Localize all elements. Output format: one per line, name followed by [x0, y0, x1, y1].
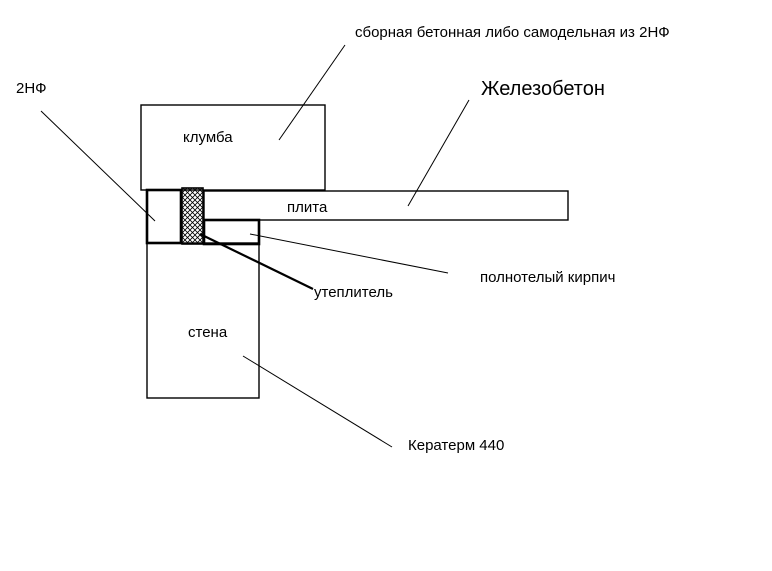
label-top-note: сборная бетонная либо самодельная из 2НФ — [355, 24, 670, 41]
label-slab: плита — [287, 199, 328, 216]
label-keraterm: Кератерм 440 — [408, 437, 504, 454]
solid-brick-block — [202, 218, 261, 246]
label-reinforced-concrete: Железобетон — [481, 78, 605, 100]
insulation-block — [181, 187, 204, 245]
leader-top-note — [278, 44, 346, 141]
label-2nf: 2НФ — [16, 80, 47, 97]
label-insulation: утеплитель — [314, 284, 393, 301]
leader-keraterm — [242, 355, 393, 448]
label-solid-brick: полнотелый кирпич — [480, 269, 615, 286]
label-flowerbed: клумба — [183, 129, 233, 146]
leader-rc — [407, 99, 470, 207]
leader-solid-brick — [249, 233, 449, 274]
flowerbed-block — [140, 104, 326, 191]
label-wall: стена — [188, 324, 228, 341]
leader-insulation — [199, 233, 314, 290]
slab-block — [203, 190, 569, 221]
wall-block — [146, 242, 260, 399]
brick-2nf-block — [145, 188, 183, 245]
leader-2nf — [40, 110, 156, 222]
